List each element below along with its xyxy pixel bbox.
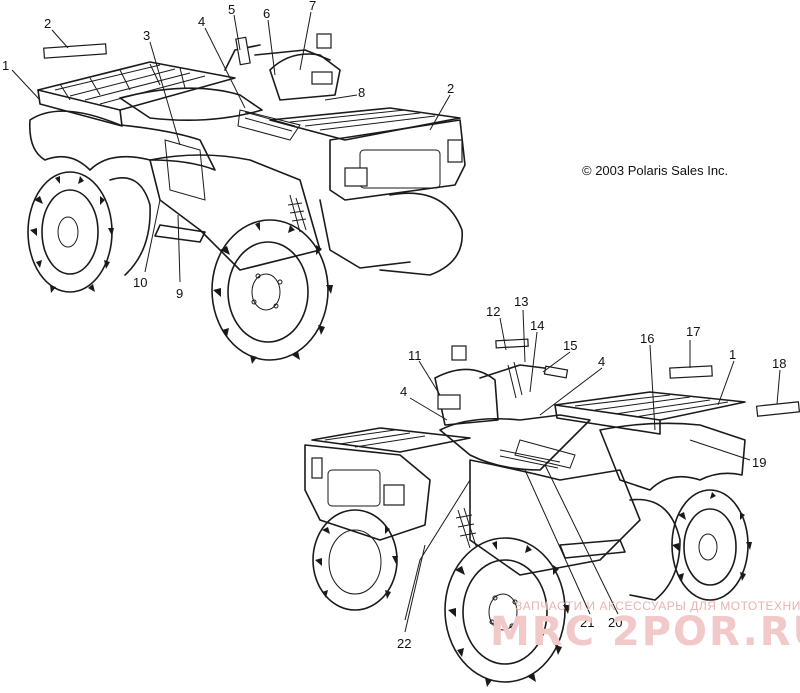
callout-6: 6 <box>263 6 270 21</box>
callout-18: 18 <box>772 356 786 371</box>
callout-10: 10 <box>133 275 147 290</box>
callout-5: 5 <box>228 2 235 17</box>
callout-9: 9 <box>176 286 183 301</box>
callout-14: 14 <box>530 318 544 333</box>
watermark-caption: ЗАПЧАСТИ И АКСЕССУАРЫ ДЛЯ МОТОТЕХНИКИ <box>515 599 800 613</box>
callout-8: 8 <box>358 85 365 100</box>
watermark-logo: MRC 2POR.RU <box>490 609 800 655</box>
callout-2: 2 <box>44 16 51 31</box>
callout-1: 1 <box>729 347 736 362</box>
callout-4: 4 <box>598 354 605 369</box>
callout-7: 7 <box>309 0 316 13</box>
callout-15: 15 <box>563 338 577 353</box>
callout-labels: 1 2 3 4 5 6 7 8 2 10 9 12 13 14 15 11 4 … <box>2 0 786 651</box>
callout-3: 3 <box>143 28 150 43</box>
callout-22: 22 <box>397 636 411 651</box>
callout-4: 4 <box>198 14 205 29</box>
callout-2: 2 <box>447 81 454 96</box>
callout-4: 4 <box>400 384 407 399</box>
copyright-text: © 2003 Polaris Sales Inc. <box>582 163 728 178</box>
callout-11: 11 <box>408 348 422 363</box>
atv-front-view-drawing <box>304 345 752 687</box>
callout-21: 21 <box>580 615 594 630</box>
callout-17: 17 <box>686 324 700 339</box>
callout-1: 1 <box>2 58 9 73</box>
atv-rear-view-drawing <box>27 33 466 364</box>
callout-20: 20 <box>608 615 622 630</box>
callout-12: 12 <box>486 304 500 319</box>
decal-strip <box>43 43 800 417</box>
callout-13: 13 <box>514 294 528 309</box>
leader-lines <box>11 11 781 633</box>
callout-16: 16 <box>640 331 654 346</box>
callout-19: 19 <box>752 455 766 470</box>
